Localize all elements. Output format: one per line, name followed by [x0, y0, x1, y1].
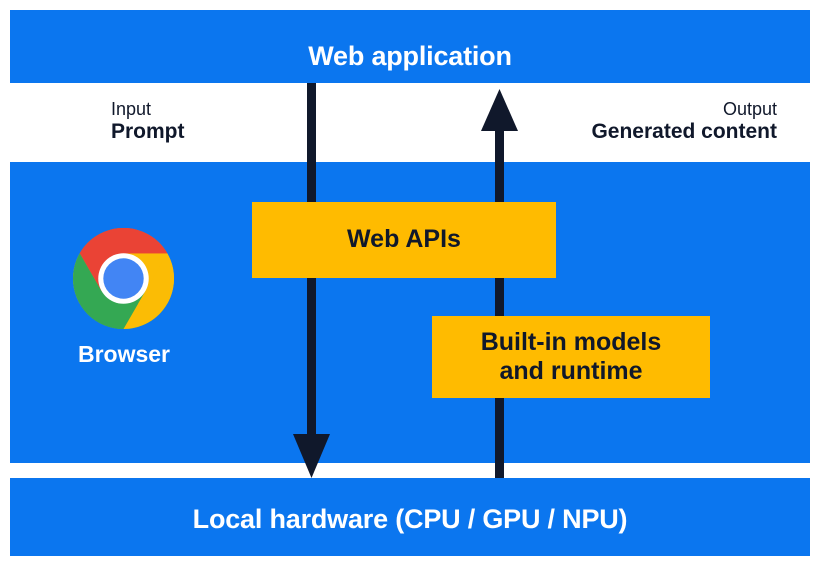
band-web-application-label: Web application: [308, 41, 512, 71]
chrome-logo-icon: [73, 228, 174, 329]
card-web-apis-label: Web APIs: [347, 225, 461, 254]
flow-input-value: Prompt: [111, 120, 185, 144]
browser-caption: Browser: [77, 341, 171, 367]
card-builtin-models-label: Built-in models and runtime: [481, 328, 662, 387]
band-local-hardware: Local hardware (CPU / GPU / NPU): [10, 478, 810, 556]
flow-output-value: Generated content: [591, 120, 777, 144]
card-builtin-models-line2: and runtime: [499, 357, 643, 385]
flow-input-kind: Input: [111, 99, 152, 119]
flow-label-input: Input Prompt: [111, 99, 185, 145]
band-local-hardware-label: Local hardware (CPU / GPU / NPU): [192, 504, 628, 534]
flow-label-output: Output Generated content: [591, 99, 777, 145]
card-web-apis: Web APIs: [252, 202, 556, 278]
band-web-application: Web application: [10, 10, 810, 83]
card-builtin-models: Built-in models and runtime: [432, 316, 710, 398]
flow-output-kind: Output: [722, 99, 777, 119]
card-builtin-models-line1: Built-in models: [480, 327, 662, 356]
arrow-up-output: [481, 89, 518, 478]
arrow-down-input: [293, 83, 330, 478]
